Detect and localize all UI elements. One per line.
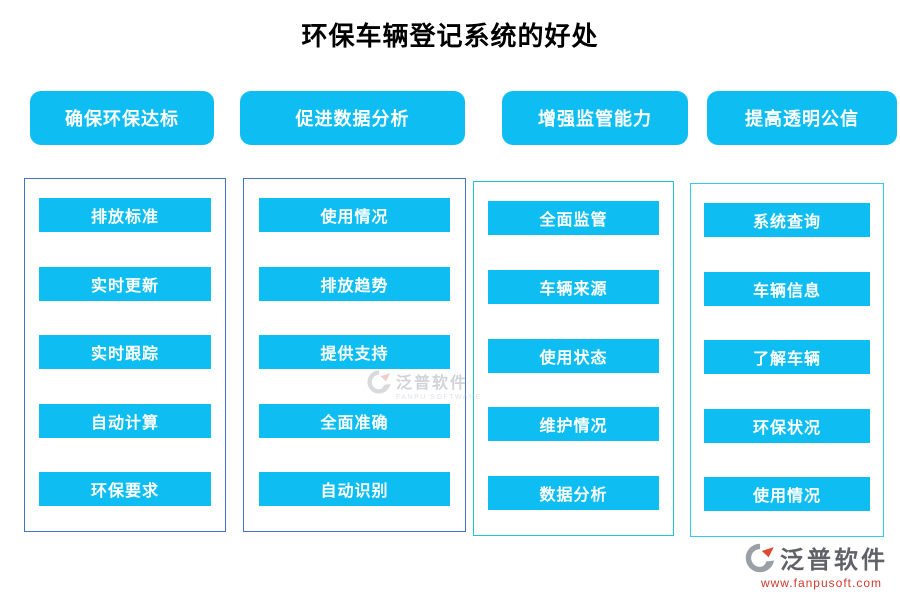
logo-row: 泛普软件 — [744, 540, 888, 575]
diagram-node: 提供支持 — [259, 335, 450, 369]
fanpu-logo: 泛普软件 www.fanpusoft.com — [744, 540, 888, 590]
diagram-node: 自动计算 — [39, 403, 211, 438]
diagram-node: 使用状态 — [487, 338, 660, 373]
column-header-3: 增强监管能力 — [502, 91, 688, 145]
diagram-node: 系统查询 — [704, 203, 870, 237]
column-header-4: 提高透明公信 — [707, 91, 897, 145]
diagram-node: 使用情况 — [259, 198, 450, 232]
column-header-2: 促进数据分析 — [240, 91, 465, 145]
diagram-node: 环保要求 — [39, 472, 211, 506]
logo-url: www.fanpusoft.com — [760, 576, 882, 590]
diagram-node: 使用情况 — [704, 477, 870, 511]
column-panel-1: 排放标准 实时更新 实时跟踪 自动计算 环保要求 — [24, 178, 226, 532]
column-panel-4: 系统查询 车辆信息 了解车辆 环保状况 使用情况 — [690, 183, 884, 537]
column-panel-2: 使用情况 排放趋势 提供支持 全面准确 自动识别 — [243, 178, 466, 532]
diagram-node: 了解车辆 — [704, 340, 870, 374]
page-title: 环保车辆登记系统的好处 — [301, 21, 599, 51]
diagram-node: 实时更新 — [39, 266, 211, 301]
diagram-node: 全面准确 — [259, 403, 450, 438]
diagram-node: 实时跟踪 — [39, 335, 211, 369]
diagram-node: 环保状况 — [704, 408, 870, 443]
column-header-1: 确保环保达标 — [30, 91, 214, 145]
logo-name: 泛普软件 — [780, 547, 888, 574]
diagram-node: 排放标准 — [39, 198, 211, 232]
diagram-node: 数据分析 — [487, 476, 660, 510]
diagram-node: 排放趋势 — [259, 266, 450, 301]
fanpu-logo-icon — [744, 542, 776, 574]
diagram-node: 自动识别 — [259, 472, 450, 506]
column-panel-3: 全面监管 车辆来源 使用状态 维护情况 数据分析 — [473, 181, 674, 536]
diagram-node: 车辆来源 — [487, 269, 660, 304]
diagram-node: 维护情况 — [487, 407, 660, 442]
diagram-node: 车辆信息 — [704, 271, 870, 306]
diagram-node: 全面监管 — [487, 201, 660, 235]
